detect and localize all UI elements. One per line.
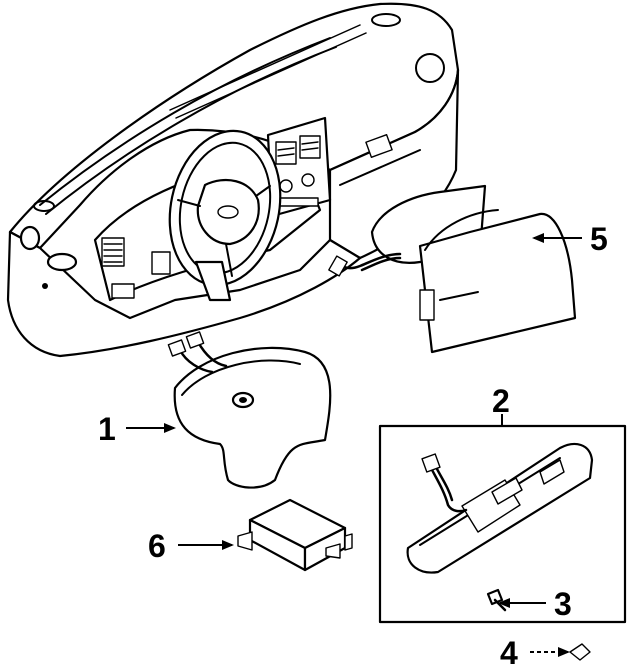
diagnostic-module xyxy=(237,498,353,572)
callout-4: 4 xyxy=(500,635,518,667)
callout-1: 1 xyxy=(98,411,116,447)
callout-5: 5 xyxy=(590,221,608,257)
passenger-airbag-module xyxy=(328,184,577,354)
callout-2: 2 xyxy=(492,383,510,419)
leader-lines xyxy=(126,233,582,657)
knee-bolster-box xyxy=(378,424,627,624)
driver-airbag-module xyxy=(167,331,332,489)
callout-3: 3 xyxy=(554,586,572,622)
instrument-panel-illustration xyxy=(6,2,460,358)
callout-labels: 1 2 3 4 5 6 xyxy=(98,221,608,667)
callout-6: 6 xyxy=(148,528,166,564)
clip xyxy=(569,643,591,661)
